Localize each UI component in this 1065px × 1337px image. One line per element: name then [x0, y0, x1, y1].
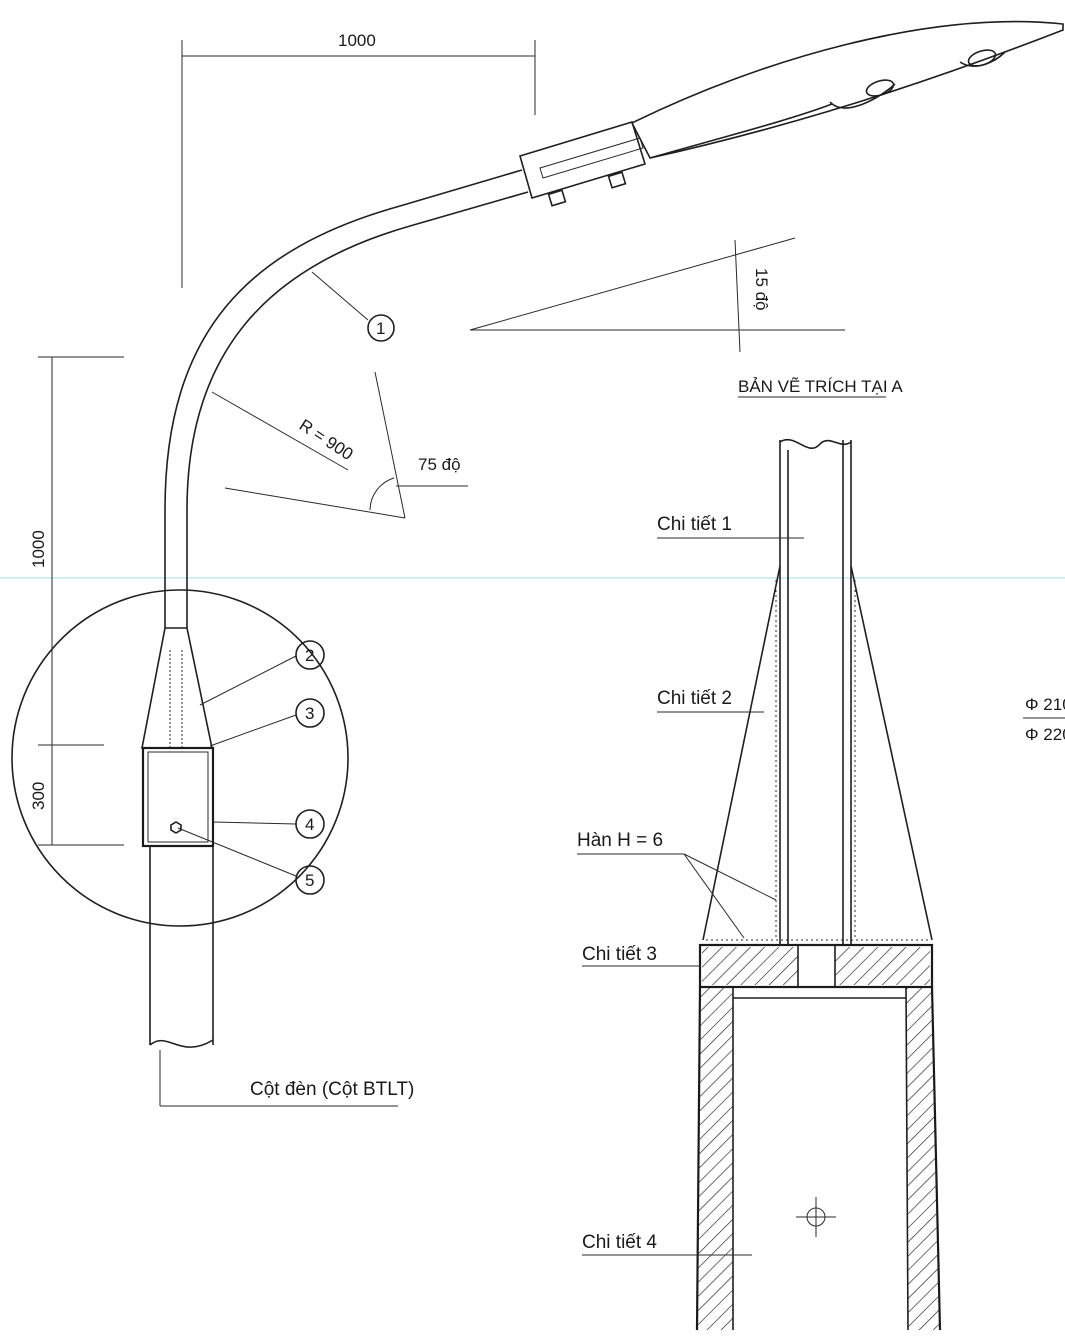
detail-gussets [702, 565, 933, 941]
diameter-top-label: Φ 210 [1025, 695, 1065, 714]
callout-1-label: 1 [376, 319, 385, 338]
arm-outer-curve [164, 169, 523, 628]
dimension-horizontal-label: 1000 [338, 31, 376, 50]
callout-3: 3 [209, 698, 325, 747]
tilt-angle: 15 độ [469, 237, 845, 353]
callout-3-label: 3 [305, 704, 314, 723]
part1-label: Chi tiết 1 [657, 514, 732, 535]
dimension-sleeve-label: 300 [29, 782, 48, 810]
detail-tube [779, 439, 852, 945]
arm-inner-curve [186, 191, 529, 628]
part2-label: Chi tiết 2 [657, 688, 732, 709]
lamp-holder [519, 121, 647, 207]
dimension-vertical: 1000 300 [29, 356, 124, 846]
luminaire [630, 20, 1064, 159]
callout-5-label: 5 [305, 871, 314, 890]
diameter-bottom-label: Φ 220 [1025, 725, 1065, 744]
callout-2-label: 2 [305, 646, 314, 665]
weld-label: Hàn H = 6 [577, 830, 663, 851]
concrete-pole: Cột đèn (Cột BTLT) [149, 846, 414, 1107]
radius-label: R = 900 [296, 415, 357, 464]
detail-a-view: BẢN VẼ TRÍCH TẠI A [577, 377, 1065, 1331]
pole-label: Cột đèn (Cột BTLT) [250, 1079, 414, 1100]
sleeve-small [141, 746, 215, 848]
dimension-vertical-label: 1000 [29, 530, 48, 568]
detail-top-plate [698, 943, 934, 989]
part3-label: Chi tiết 3 [582, 944, 657, 965]
radius-annotation: R = 900 75 độ [211, 371, 468, 519]
label-part4: Chi tiết 4 [582, 1232, 752, 1256]
callout-4: 4 [212, 809, 325, 839]
callout-4-label: 4 [305, 815, 314, 834]
detail-sleeve [695, 986, 942, 1331]
diameter-fraction: Φ 210 Φ 220 [1023, 695, 1065, 744]
detail-circle-a [11, 589, 349, 927]
part4-label: Chi tiết 4 [582, 1232, 657, 1253]
label-part2: Chi tiết 2 [657, 688, 764, 713]
label-part3: Chi tiết 3 [582, 944, 700, 967]
label-part1: Chi tiết 1 [657, 514, 804, 539]
gusset-small [141, 627, 213, 749]
dimension-horizontal: 1000 [181, 31, 536, 288]
angle-arm-label: 75 độ [418, 455, 461, 474]
detail-title: BẢN VẼ TRÍCH TẠI A [738, 377, 903, 396]
label-weld: Hàn H = 6 [577, 830, 777, 939]
callout-2: 2 [199, 640, 325, 706]
lamp-arm-view: 1000 1000 300 [11, 20, 1064, 1107]
angle-tilt-label: 15 độ [752, 268, 771, 311]
callout-1: 1 [311, 271, 395, 342]
callout-5: 5 [177, 827, 325, 895]
